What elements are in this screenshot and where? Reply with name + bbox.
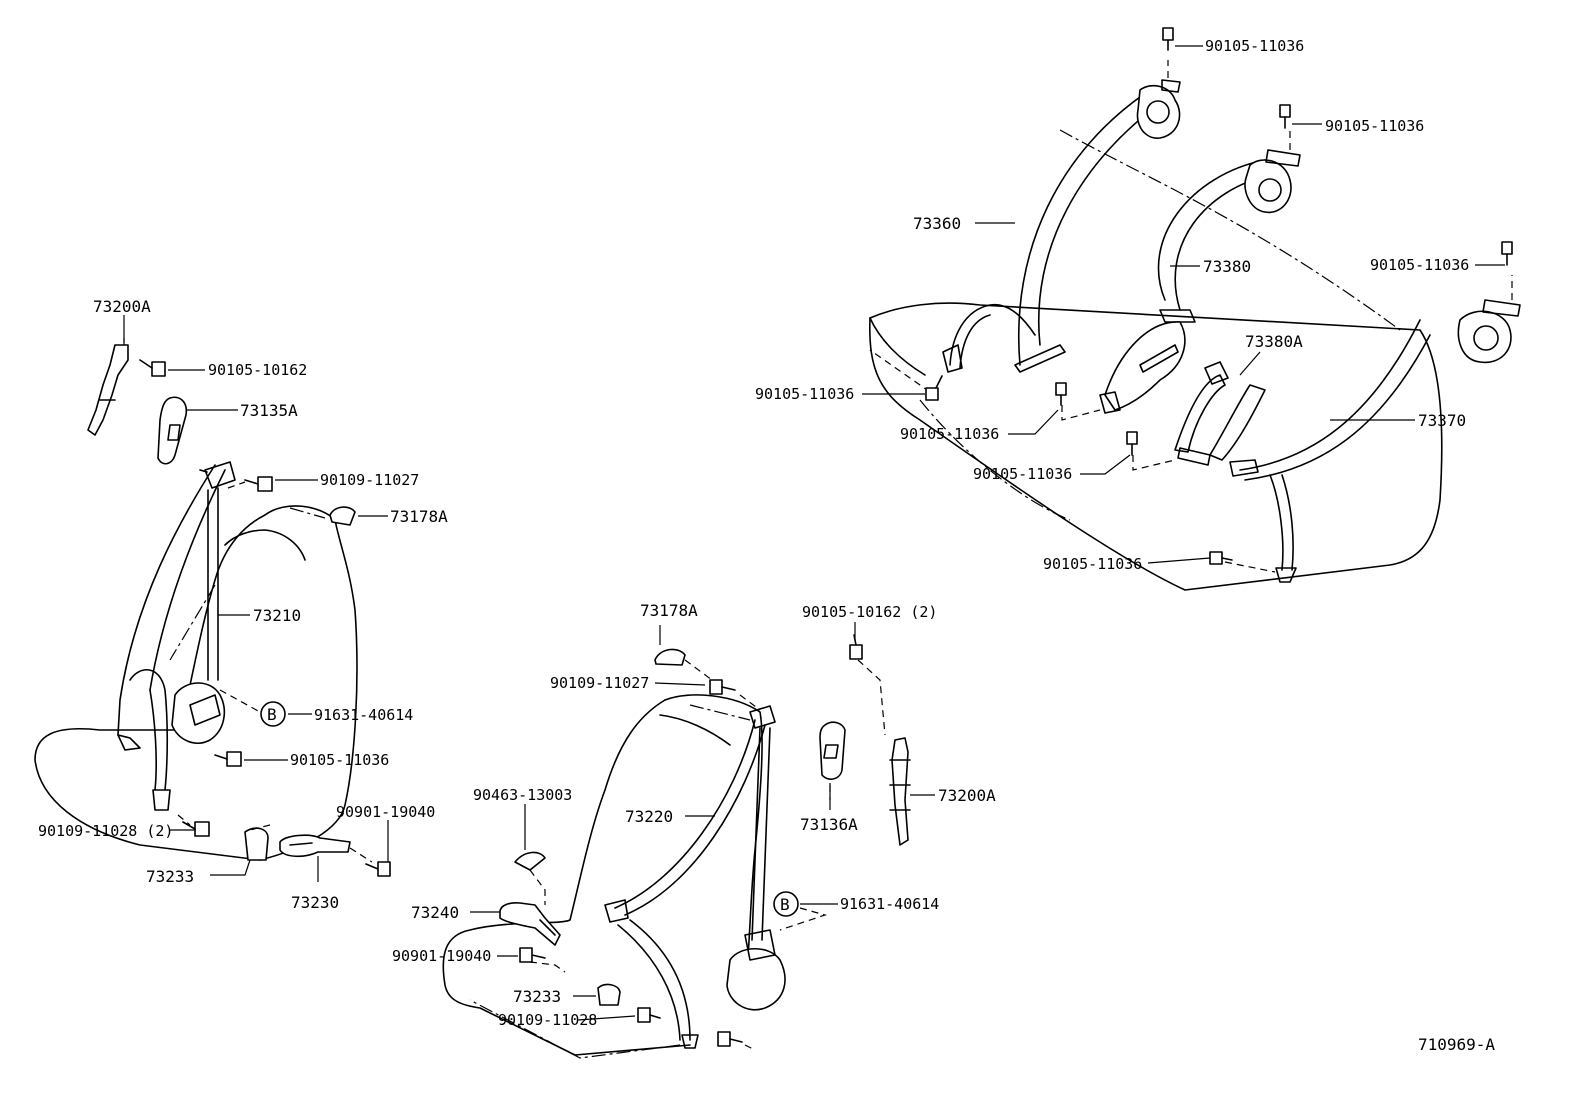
label-73178a-left: 73178A (390, 507, 448, 526)
rear-center-belt-73380 (1099, 149, 1301, 414)
bolt-icon (637, 1007, 661, 1023)
rear-labels: 90105-11036 90105-11036 73360 73380 9010… (755, 37, 1469, 573)
right-labels: 73178A 90105-10162 (2) 90109-11027 90463… (392, 601, 996, 1029)
marker-b-left: B (260, 701, 286, 727)
label-91631-40614-left: 91631-40614 (314, 706, 413, 724)
label-90109-11027-left: 90109-11027 (320, 471, 419, 489)
label-73200a-left: 73200A (93, 297, 151, 316)
label-91631-40614-right: 91631-40614 (840, 895, 939, 913)
bolt-icon (1162, 27, 1174, 51)
rear-seat-cushion (868, 302, 1443, 591)
marker-b-left-text: B (267, 705, 277, 724)
left-dash-lines (123, 335, 373, 863)
label-73360: 73360 (913, 214, 961, 233)
bolt-icon (365, 861, 391, 877)
left-bolt-icons (139, 359, 391, 877)
right-belt-73220 (604, 705, 786, 1049)
label-73370: 73370 (1418, 411, 1466, 430)
right-tie-90463 (514, 851, 546, 871)
right-bolt-icons (519, 634, 863, 1047)
label-90105-11036-top: 90105-11036 (1205, 37, 1304, 55)
right-buckle-73240 (499, 902, 561, 946)
bolt-icon (925, 375, 943, 401)
label-90901-19040-left: 90901-19040 (336, 803, 435, 821)
label-90109-11027-right: 90109-11027 (550, 674, 649, 692)
left-cover-73178a (329, 506, 356, 526)
rear-leader-lines (862, 45, 1505, 564)
label-90105-11036-left: 90105-11036 (755, 385, 854, 403)
label-90105-11036-mid: 90105-11036 (1325, 117, 1424, 135)
left-belt-73210 (117, 461, 236, 811)
bolt-icon (1209, 551, 1233, 565)
diagram-id-label: 710969-A (1418, 1035, 1495, 1054)
left-seat-outline (34, 505, 358, 861)
left-anchor-73200a (87, 344, 129, 436)
left-buckle-73230 (279, 834, 351, 858)
label-90463-13003: 90463-13003 (473, 786, 572, 804)
bolt-icon (519, 947, 546, 963)
marker-b-right: B (773, 891, 799, 917)
bolt-icon (1126, 431, 1138, 456)
bolt-icon (1055, 382, 1067, 406)
label-73240: 73240 (411, 903, 459, 922)
label-73178a-right: 73178A (640, 601, 698, 620)
rear-dash-lines (869, 60, 1513, 573)
right-leader-lines (470, 622, 935, 1021)
label-90105-10162-left: 90105-10162 (208, 361, 307, 379)
bolt-icon (709, 679, 736, 695)
label-90105-11036-right: 90105-11036 (1370, 256, 1469, 274)
label-90901-19040-right: 90901-19040 (392, 947, 491, 965)
label-73230: 73230 (291, 893, 339, 912)
label-73136a: 73136A (800, 815, 858, 834)
bolt-icon (214, 751, 242, 767)
right-anchor-73200a (889, 737, 911, 846)
rear-center-buckle-73380a (1174, 361, 1266, 466)
label-73135a: 73135A (240, 401, 298, 420)
label-90105-11036-center-2: 90105-11036 (973, 465, 1072, 483)
left-labels: 73200A 90105-10162 73135A 90109-11027 73… (38, 297, 448, 912)
rear-right-belt-73370 (1229, 299, 1521, 583)
label-73380a: 73380A (1245, 332, 1303, 351)
bolt-icon (1501, 241, 1513, 266)
rear-bolt-icons (925, 27, 1513, 565)
label-90109-11028-left: 90109-11028 (2) (38, 822, 173, 840)
bolt-icon (182, 821, 210, 837)
bolt-icon (717, 1031, 743, 1047)
right-cover-73178a (654, 648, 686, 666)
bolt-icon (1279, 104, 1291, 129)
left-cover-73233 (244, 827, 269, 861)
label-90105-11036-bottom: 90105-11036 (1043, 555, 1142, 573)
right-cover-73136a (819, 721, 846, 780)
label-73220: 73220 (625, 807, 673, 826)
label-73380: 73380 (1203, 257, 1251, 276)
label-73233-left: 73233 (146, 867, 194, 886)
label-73200a-right: 73200A (938, 786, 996, 805)
left-leader-lines (123, 315, 389, 882)
bolt-icon (849, 634, 863, 660)
label-73233-right: 73233 (513, 987, 561, 1006)
label-73210: 73210 (253, 606, 301, 625)
label-90105-10162-right: 90105-10162 (2) (802, 603, 937, 621)
bolt-icon (244, 476, 273, 492)
rear-left-belt-73360 (942, 79, 1181, 373)
right-cover-73233 (597, 983, 621, 1006)
label-90105-11036-left-seat: 90105-11036 (290, 751, 389, 769)
bolt-icon (139, 359, 166, 377)
label-90105-11036-center-1: 90105-11036 (900, 425, 999, 443)
marker-b-right-text: B (780, 895, 790, 914)
label-90109-11028-right: 90109-11028 (498, 1011, 597, 1029)
left-cover-73135a (157, 396, 188, 465)
